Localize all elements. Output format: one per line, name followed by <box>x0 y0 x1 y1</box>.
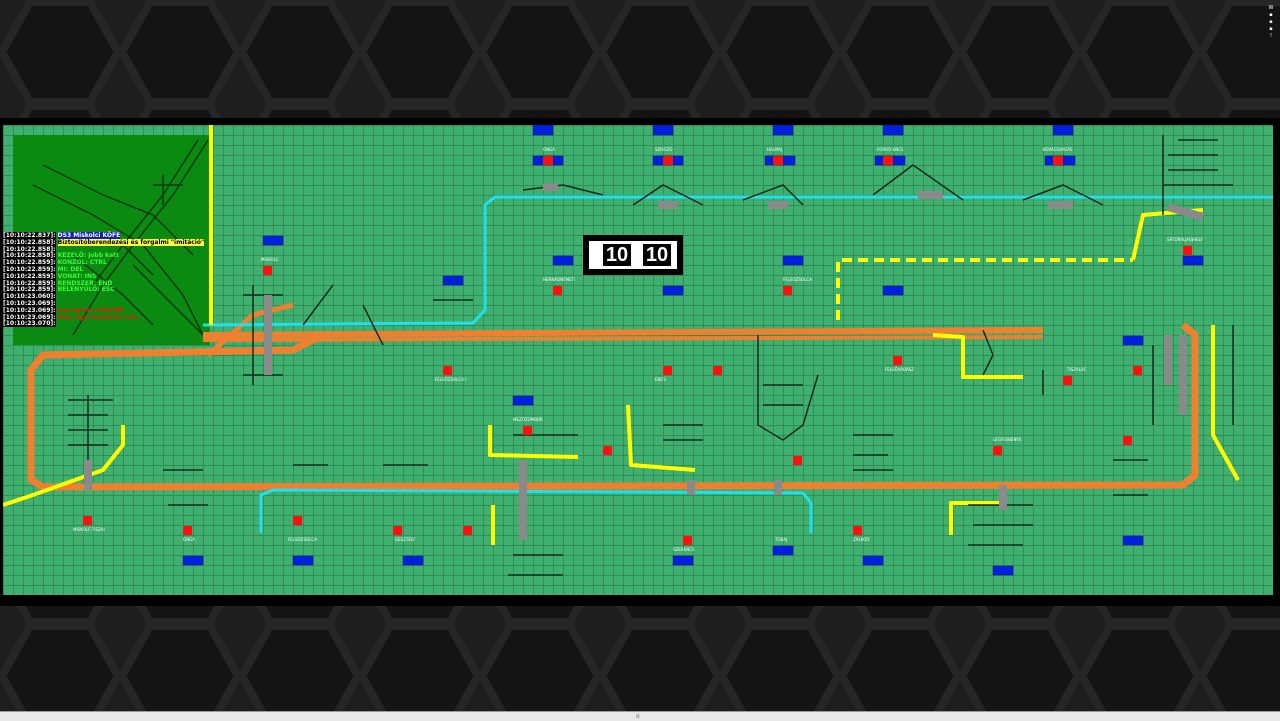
log-timestamp: [10:10:22.858]: <box>3 252 56 260</box>
track-diagram-panel[interactable]: ONGA SZIKSZÓ HALMAJ FORRÓ-ENCS KOVÁCSVÁG… <box>3 125 1273 595</box>
log-entry: [10:10:22.859]: KONZOL: CTRL <box>3 259 204 267</box>
station-label: MISKOLC-TISZAI <box>73 527 105 532</box>
route-cyan-low <box>259 488 813 533</box>
log-entry: [10:10:22.859]: MI: DEL <box>3 265 204 274</box>
route-yellow-east <box>932 333 1023 379</box>
log-message: KEZELŐ: jobb katt <box>57 252 119 260</box>
log-entry: [10:10:23.069]: A program működik <box>3 306 204 315</box>
station-label: SZERENCS <box>673 547 695 552</box>
log-timestamp: [10:10:23.069]: <box>3 306 56 314</box>
log-timestamp: [10:10:22.859]: <box>3 286 56 294</box>
route-yellow-mid2 <box>626 404 696 472</box>
log-timestamp: [10:10:23.069]: <box>3 313 56 321</box>
route-loop-orange <box>27 322 1199 491</box>
log-timestamp: [10:10:23.070]: <box>3 320 56 328</box>
station-label: FORRÓ-ENCS <box>877 147 904 152</box>
log-entry: [10:10:22.858]: <box>3 245 204 254</box>
log-entry: [10:10:23.070]: <box>3 320 204 328</box>
log-entry: [10:10:22.858]: Biztosítóberendezési és … <box>3 238 205 247</box>
clock: 10 10 <box>583 235 683 275</box>
station-label: HALMAJ <box>767 147 783 152</box>
log-message: MI: DEL <box>57 265 84 273</box>
horizontal-scrollbar[interactable]: ⁞⁞ <box>0 711 1280 721</box>
station-label: KOVÁCSVÁGÁS <box>1043 147 1073 152</box>
station-label: SZIKSZÓ <box>655 147 673 152</box>
station-label: SÁTORALJAÚJHELY <box>1167 237 1203 242</box>
station-label: MEZŐZOMBOR <box>513 417 543 422</box>
scrollbar-grip-icon[interactable]: ⁞⁞ <box>636 713 640 720</box>
clock-minutes: 10 <box>643 244 671 266</box>
log-entry: [10:10:22.837]: DS3 Miskolci KÖFE <box>3 232 204 240</box>
log-timestamp: [10:10:22.859]: <box>3 265 56 273</box>
log-timestamp: [10:10:22.858]: <box>3 238 56 246</box>
station-label: FELSŐVADÁSZ <box>885 367 914 372</box>
log-message: KONZOL: CTRL <box>57 259 107 267</box>
station-label: ONGA <box>183 537 195 542</box>
station-label: MISKOLC <box>261 257 279 262</box>
station-label: TISZALÚC <box>1067 367 1087 372</box>
route-yellow-sw <box>3 425 125 507</box>
log-entry: [10:10:23.069]: Kész egy Vezetésre vár..… <box>3 313 204 322</box>
station-label: LEGYESBÉNYE <box>993 437 1022 442</box>
route-yellow-dashed <box>836 258 1133 320</box>
route-yellow-se <box>1211 325 1240 481</box>
log-message: VONAT: INS <box>57 272 97 280</box>
log-entry: [10:10:23.069]: <box>3 299 204 308</box>
log-timestamp: [10:10:23.069]: <box>3 299 56 307</box>
station-label: TOKAJ <box>775 537 788 542</box>
log-message: BELENYÚLÓ: ESC <box>57 286 115 294</box>
log-entry: [10:10:22.858]: KEZELŐ: jobb katt <box>3 252 204 260</box>
log-entry: [10:10:22.859]: VONAT: INS <box>3 272 204 281</box>
station-label: FELSŐZSOLCA <box>783 277 812 282</box>
log-entry: [10:10:23.060]: <box>3 293 204 301</box>
route-yellow-bottom <box>949 501 1003 535</box>
station-label: GESZTELY <box>395 537 416 542</box>
station-label: HERNÁDNÉMETI <box>543 277 576 282</box>
track-layout <box>3 125 1273 576</box>
log-timestamp: [10:10:22.837]: <box>3 232 56 239</box>
window-side-label[interactable]: W▪▪▪! <box>1268 5 1274 39</box>
log-message: Biztosítóberendezési és forgalmi "imitác… <box>57 238 205 246</box>
log-entry: [10:10:22.859]: RENDSZER: END <box>3 279 204 288</box>
route-upper-orange <box>202 327 1044 338</box>
log-timestamp: [10:10:22.859]: <box>3 272 56 280</box>
station-label: ENCS <box>655 377 666 382</box>
station-label: FELSŐZSOLCA I <box>435 377 467 382</box>
log-message: DS3 Miskolci KÖFE <box>57 232 121 239</box>
log-message: RENDSZER: END <box>57 279 113 287</box>
log-message: Kész egy Vezetésre vár... <box>57 313 143 321</box>
log-timestamp: [10:10:22.858]: <box>3 245 56 253</box>
station-label: ZALKOD <box>853 537 870 542</box>
route-upper-orange-2 <box>202 335 1044 342</box>
log-message: A program működik <box>57 306 125 314</box>
log-timestamp: [10:10:22.859]: <box>3 259 56 267</box>
station-label: ONGA <box>543 147 555 152</box>
station-label: FELSŐZSOLCA <box>288 537 317 542</box>
signals <box>83 125 1204 576</box>
log-entry: [10:10:22.859]: BELENYÚLÓ: ESC <box>3 286 204 294</box>
log-timestamp: [10:10:22.859]: <box>3 279 56 287</box>
clock-hours: 10 <box>603 244 631 266</box>
log-timestamp: [10:10:23.060]: <box>3 293 56 301</box>
route-cyan-top <box>202 195 1273 327</box>
event-log: [10:10:22.837]: DS3 Miskolci KÖFE[10:10:… <box>3 232 205 328</box>
route-yellow-mid1 <box>488 425 579 459</box>
